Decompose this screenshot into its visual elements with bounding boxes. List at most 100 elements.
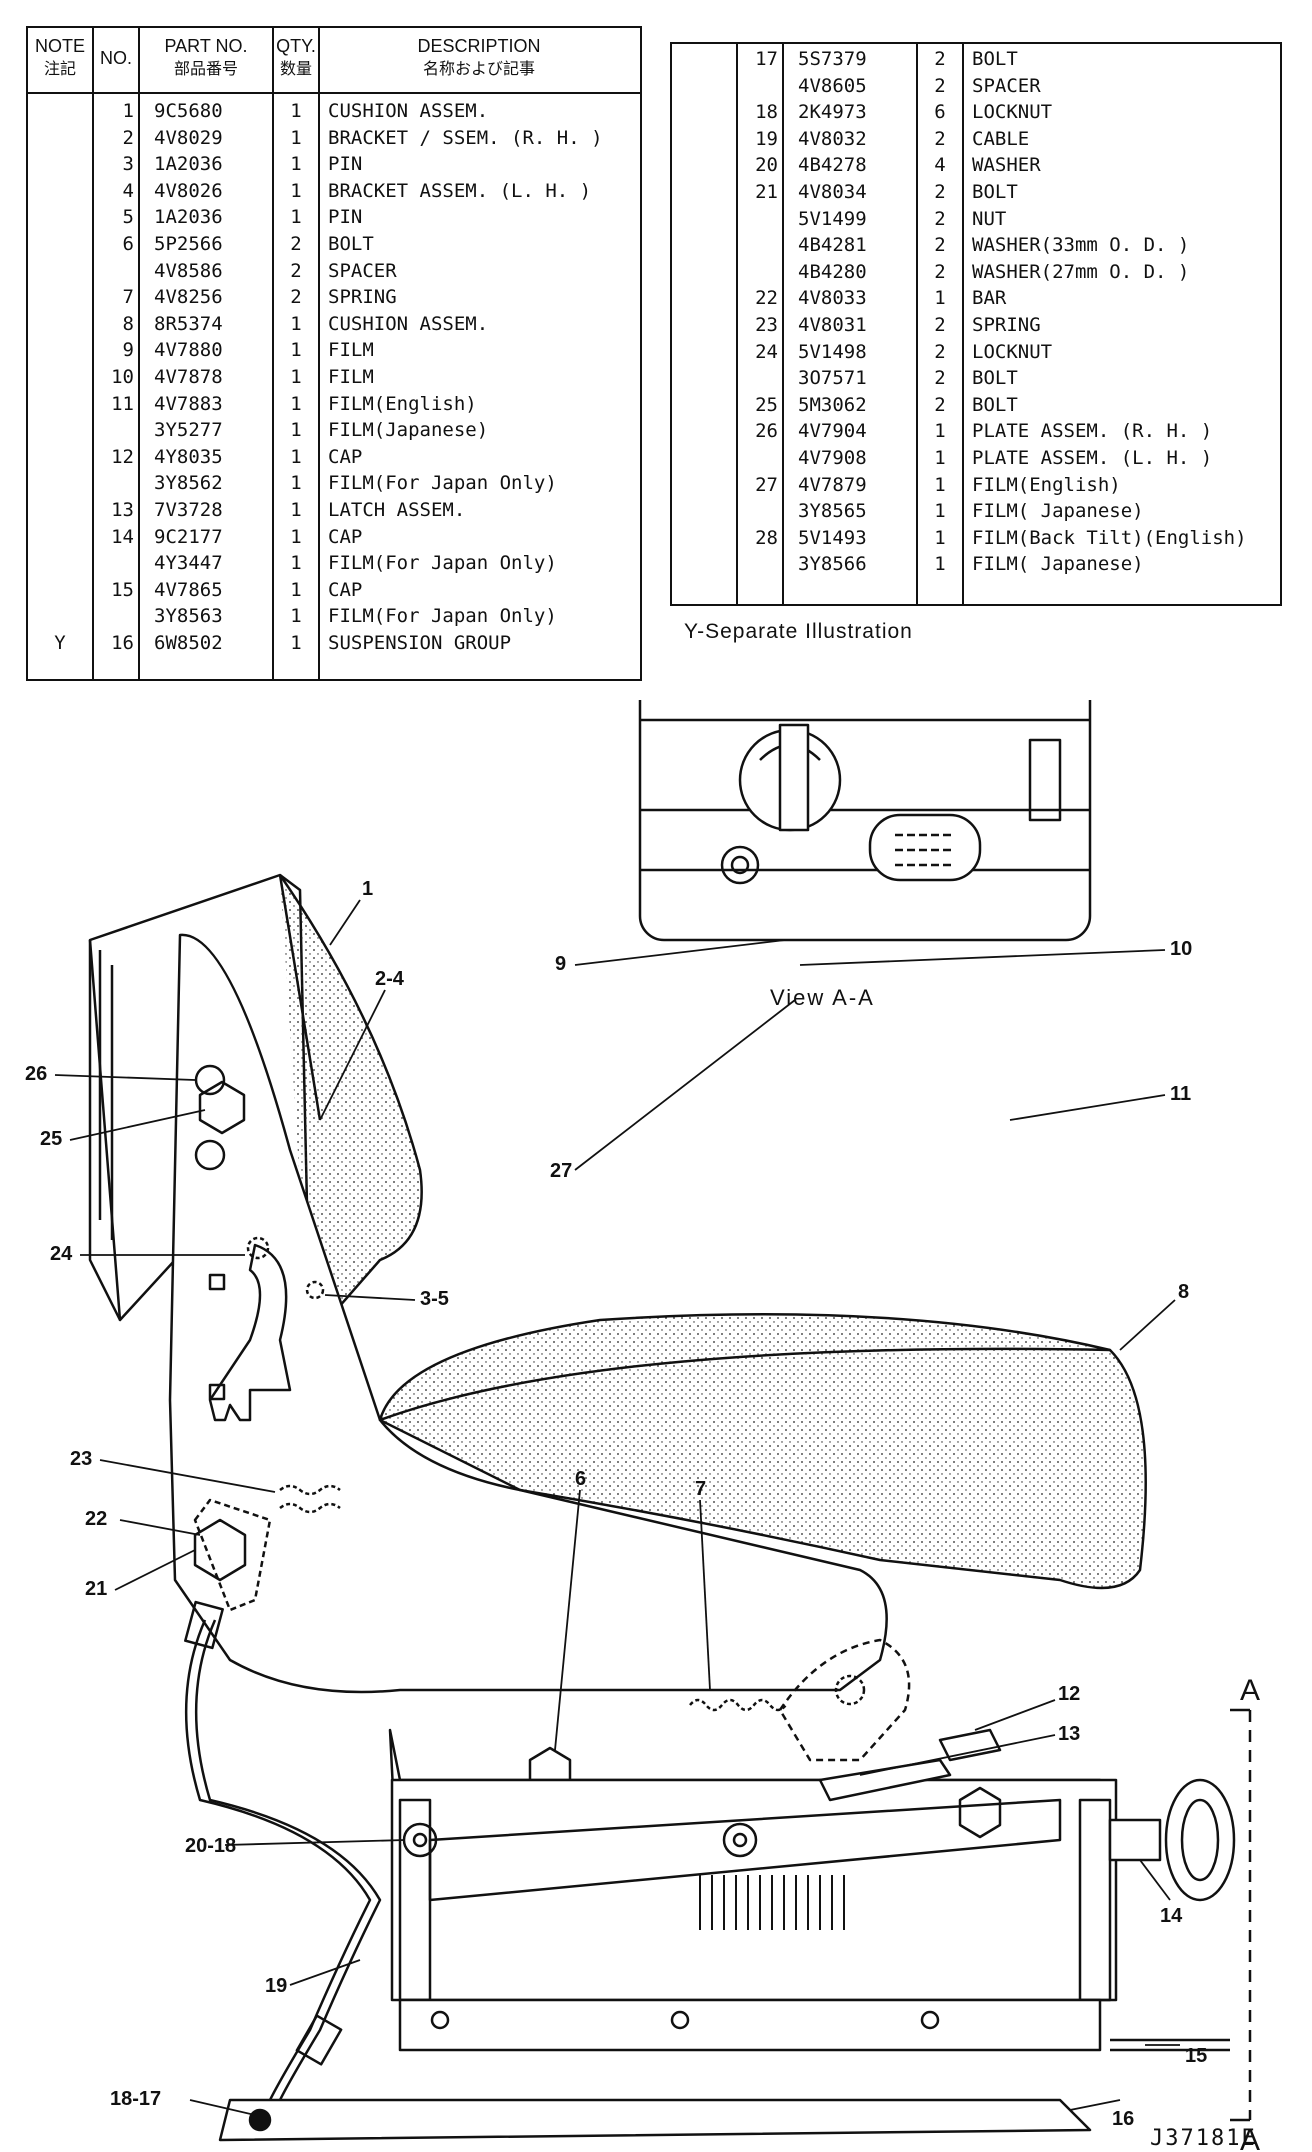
part-number-cell: 4V8256 xyxy=(154,286,223,309)
seat-assembly-diagram: 1 2-4 26 25 24 3-5 23 22 21 6 7 8 9 10 2… xyxy=(25,700,1260,2152)
header-description: DESCRIPTION 名称および記事 xyxy=(417,36,541,78)
quantity-cell: 1 xyxy=(290,552,302,575)
part-number-cell: 3O7571 xyxy=(798,367,867,390)
description-cell: FILM(English) xyxy=(328,392,477,415)
description-cell: LOCKNUT xyxy=(972,101,1053,124)
drawing-code: J37181E xyxy=(1150,2126,1257,2151)
description-cell: CAP xyxy=(328,525,363,548)
description-cell: PLATE ASSEM. (R. H. ) xyxy=(972,420,1213,443)
callout-1: 1 xyxy=(362,878,373,900)
part-number-cell: 5P2566 xyxy=(154,233,223,255)
description-cell: CUSHION ASSEM. xyxy=(328,312,489,335)
part-number-cell: 3Y8566 xyxy=(798,553,867,576)
description-cell: WASHER xyxy=(972,154,1041,177)
callout-15: 15 xyxy=(1185,2045,1207,2067)
description-cell: WASHER(27mm O. D. ) xyxy=(972,260,1190,283)
description-cell: FILM(For Japan Only) xyxy=(328,472,557,495)
description-cell: CAP xyxy=(328,578,363,601)
description-cell: SPACER xyxy=(972,74,1041,97)
quantity-cell: 1 xyxy=(934,420,946,443)
item-number-cell: 7 xyxy=(122,286,134,309)
description-cell: FILM(Japanese) xyxy=(328,419,489,442)
quantity-cell: 1 xyxy=(290,366,302,388)
part-number-cell: 4V8586 xyxy=(154,259,223,282)
item-number-cell: 17 xyxy=(755,48,778,70)
description-cell: FILM xyxy=(328,366,374,388)
part-number-cell: 4Y8035 xyxy=(154,445,223,468)
item-number-cell: 3 xyxy=(122,153,134,176)
callout-3-5: 3-5 xyxy=(420,1288,449,1310)
callout-13: 13 xyxy=(1058,1723,1080,1745)
callout-25: 25 xyxy=(40,1128,62,1150)
description-cell: FILM(English) xyxy=(972,473,1121,496)
item-number-cell: 13 xyxy=(111,499,134,521)
quantity-cell: 2 xyxy=(290,259,302,282)
item-number-cell: 26 xyxy=(755,420,778,443)
quantity-cell: 2 xyxy=(934,234,946,257)
part-number-cell: 4V8026 xyxy=(154,179,223,202)
description-cell: WASHER(33mm O. D. ) xyxy=(972,234,1190,257)
table-row: 26 4V7904 1 PLATE ASSEM. (R. H. ) xyxy=(672,418,1280,445)
quantity-cell: 1 xyxy=(290,339,302,362)
header-part-no: PART NO. 部品番号 xyxy=(140,28,274,92)
description-cell: NUT xyxy=(972,207,1007,230)
part-number-cell: 4V8033 xyxy=(798,287,867,310)
table-row: 4B4281 2 WASHER(33mm O. D. ) xyxy=(672,232,1280,259)
item-number-cell: 18 xyxy=(755,101,778,124)
quantity-cell: 2 xyxy=(934,127,946,150)
description-cell: SPRING xyxy=(328,286,397,309)
item-number-cell: 4 xyxy=(122,179,134,202)
part-number-cell: 4V7879 xyxy=(798,473,867,496)
callout-22: 22 xyxy=(85,1508,107,1530)
callout-8: 8 xyxy=(1178,1281,1189,1303)
header-no: NO. xyxy=(94,28,140,92)
quantity-cell: 1 xyxy=(290,206,302,229)
quantity-cell: 2 xyxy=(290,233,302,255)
callout-19: 19 xyxy=(265,1975,287,1997)
part-number-cell: 4V7904 xyxy=(798,420,867,443)
item-number-cell: 11 xyxy=(111,392,134,415)
description-cell: SUSPENSION GROUP xyxy=(328,632,512,654)
quantity-cell: 2 xyxy=(934,367,946,390)
part-number-cell: 4V8031 xyxy=(798,314,867,336)
part-number-cell: 3Y8565 xyxy=(798,500,867,523)
item-number-cell: 2 xyxy=(122,126,134,149)
part-number-cell: 3Y8562 xyxy=(154,472,223,495)
part-number-cell: 4B4281 xyxy=(798,234,867,257)
part-number-cell: 2K4973 xyxy=(798,101,867,124)
description-cell: BOLT xyxy=(972,393,1018,416)
item-number-cell: 1 xyxy=(122,100,134,122)
section-mark-top: A xyxy=(1240,1674,1260,1707)
callout-12: 12 xyxy=(1058,1683,1080,1705)
item-number-cell: 8 xyxy=(122,312,134,335)
quantity-cell: 1 xyxy=(290,179,302,202)
callout-18-17: 18-17 xyxy=(110,2088,161,2110)
quantity-cell: 1 xyxy=(934,287,946,310)
part-number-cell: 4V7908 xyxy=(798,447,867,469)
callout-26: 26 xyxy=(25,1063,47,1085)
callout-14: 14 xyxy=(1160,1905,1183,1927)
part-number-cell: 4V7880 xyxy=(154,339,223,362)
description-cell: LATCH ASSEM. xyxy=(328,499,466,521)
quantity-cell: 1 xyxy=(290,312,302,335)
item-number-cell: 22 xyxy=(755,287,778,310)
description-cell: BOLT xyxy=(972,367,1018,390)
callout-21: 21 xyxy=(85,1578,107,1600)
item-number-cell: 20 xyxy=(755,154,778,177)
part-number-cell: 1A2036 xyxy=(154,153,223,176)
